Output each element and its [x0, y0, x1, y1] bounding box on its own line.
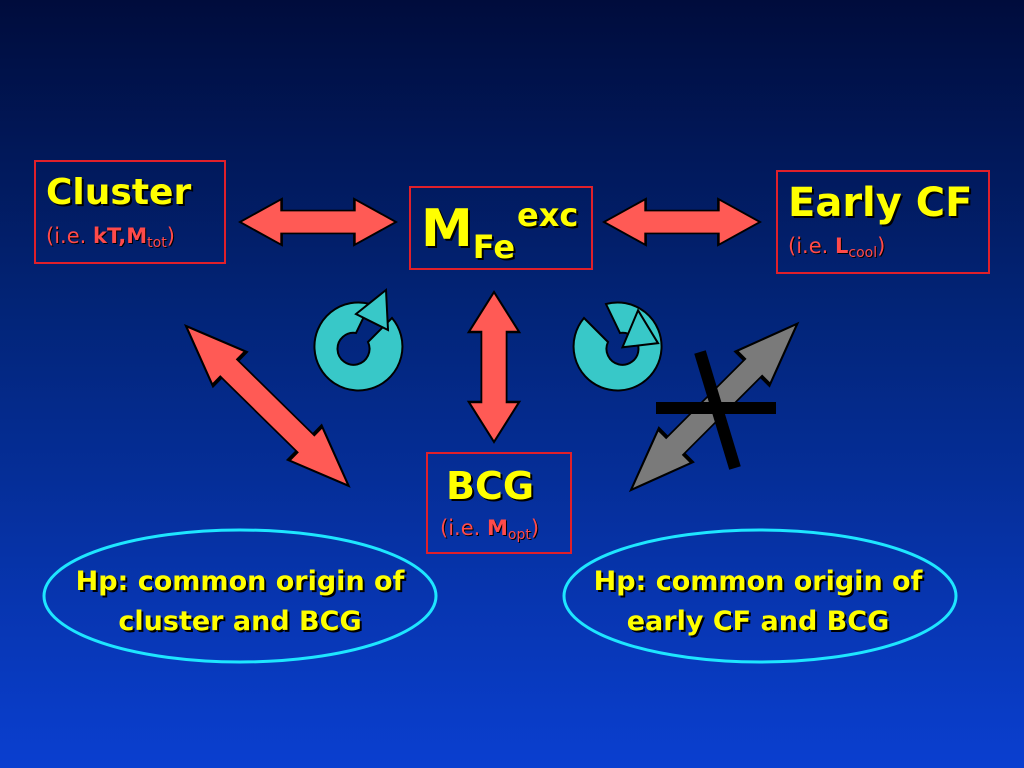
bcg-sub-suffix: ) [530, 516, 540, 540]
cluster-sub-prefix: (i.e. [46, 224, 93, 248]
early-cf-sub-cool: cool [848, 245, 878, 261]
cluster-sub-tot: tot [147, 235, 167, 251]
bcg-title: BCG [446, 464, 535, 508]
early-cf-sub-prefix: (i.e. [788, 234, 835, 258]
early-cf-title: Early CF [788, 180, 973, 226]
bcg-sub-opt: opt [507, 527, 531, 543]
mfe-label: MFeexc [421, 196, 578, 266]
arrow-mfe-bcg [467, 290, 521, 444]
bcg-box: BCG (i.e. Mopt) [426, 452, 572, 554]
bcg-sub-prefix: (i.e. [440, 516, 487, 540]
arrow-mfe-earlycf [602, 197, 762, 247]
hypothesis-ellipse-right [562, 528, 958, 664]
bcg-subtitle: (i.e. Mopt) [440, 516, 539, 543]
early-cf-sub-suffix: ) [877, 234, 886, 258]
cross-mark-icon [656, 350, 776, 470]
mfe-main: M [421, 199, 473, 259]
hypothesis-left-line-2: cluster and BCG [118, 606, 362, 637]
early-cf-subtitle: (i.e. Lcool) [788, 234, 885, 261]
cycle-clockwise-icon [572, 301, 663, 392]
cluster-box: Cluster (i.e. kT,Mtot) [34, 160, 226, 264]
bcg-sub-m: M [486, 516, 508, 540]
arrow-cluster-mfe [238, 197, 398, 247]
hypothesis-right-line-1: Hp: common origin of [593, 566, 923, 597]
early-cf-box: Early CF (i.e. Lcool) [776, 170, 990, 274]
hypothesis-left: Hp: common origin of cluster and BCG [44, 562, 436, 642]
mfe-box: MFeexc [409, 186, 593, 270]
cluster-subtitle: (i.e. kT,Mtot) [46, 224, 175, 251]
cluster-sub-kt: kT,M [92, 224, 148, 248]
early-cf-sub-l: L [834, 234, 849, 258]
hypothesis-right: Hp: common origin of early CF and BCG [562, 562, 954, 642]
hypothesis-left-line-1: Hp: common origin of [75, 566, 405, 597]
hypothesis-right-line-2: early CF and BCG [626, 606, 890, 637]
mfe-superscript: exc [517, 196, 579, 234]
cluster-title: Cluster [46, 172, 192, 213]
cluster-sub-suffix: ) [166, 224, 175, 248]
mfe-subscript: Fe [472, 228, 516, 266]
hypothesis-ellipse-left [42, 528, 438, 664]
cycle-counterclockwise-icon [313, 287, 404, 392]
